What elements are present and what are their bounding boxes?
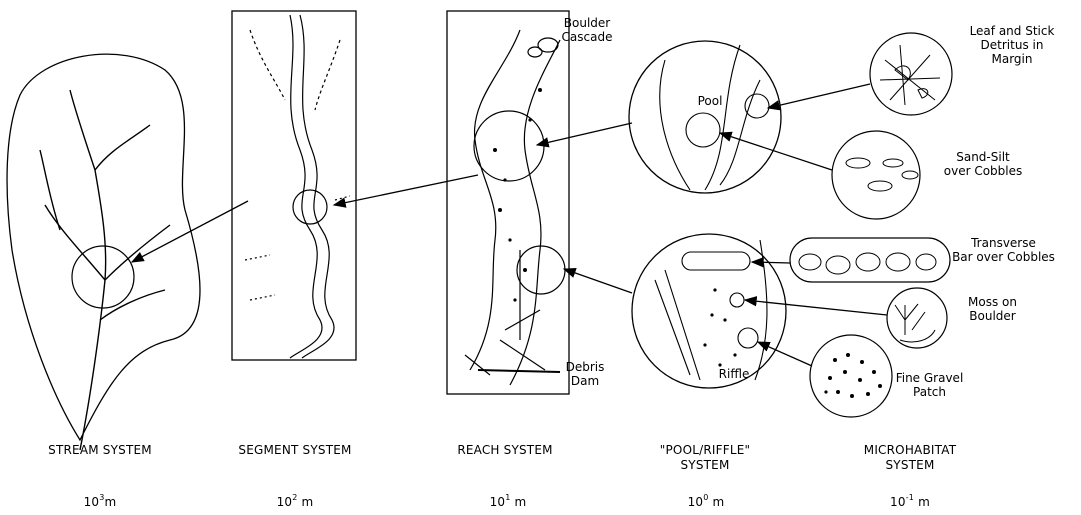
debris-dam-line1: Debris <box>560 360 610 374</box>
transverse-bar-label: Transverse Bar over Cobbles <box>946 236 1061 264</box>
leaf-detritus-label: Leaf and Stick Detritus in Margin <box>962 24 1062 66</box>
arrow-moss-to-riffle <box>745 300 887 315</box>
bar-line1: Transverse <box>946 236 1061 250</box>
arrow-pool-to-reach <box>537 123 632 145</box>
pool-riffle-caption-line1: "POOL/RIFFLE" <box>650 443 760 458</box>
riffle-dots <box>703 288 736 366</box>
pool-label: Pool <box>690 94 730 108</box>
boulder-cascade-label: Boulder Cascade <box>552 16 622 44</box>
segment-scale: 102 m <box>265 490 325 510</box>
stream-system-caption: STREAM SYSTEM <box>30 443 170 458</box>
arrow-leaf-to-pool <box>768 84 870 108</box>
reach-channel <box>465 30 560 385</box>
segment-frame <box>232 11 356 360</box>
moss-line2: Boulder <box>955 309 1030 323</box>
segment-focus-circle <box>293 190 327 224</box>
arrow-riffle-to-reach <box>564 269 632 293</box>
pool-riffle-caption-line2: SYSTEM <box>650 458 760 473</box>
stream-network <box>40 90 170 450</box>
watershed-outline <box>7 54 200 440</box>
arrow-sand-to-pool <box>720 133 832 170</box>
moss-circle <box>887 288 947 348</box>
debris-dam-label: Debris Dam <box>560 360 610 388</box>
microhabitat-scale: 10-1 m <box>880 490 940 510</box>
transverse-bar-capsule <box>790 238 950 282</box>
segment-system-caption: SEGMENT SYSTEM <box>215 443 375 458</box>
fine-gravel-dots <box>824 353 882 398</box>
reach-system-caption: REACH SYSTEM <box>445 443 565 458</box>
leaf-detritus-circle <box>870 33 952 115</box>
stream-scale: 103m <box>70 490 130 510</box>
fine-gravel-label: Fine Gravel Patch <box>882 371 977 399</box>
microhabitat-system-caption: MICROHABITAT SYSTEM <box>850 443 970 473</box>
sand-line1: Sand-Silt <box>928 150 1038 164</box>
leaf-detritus-drawing <box>880 45 940 105</box>
sand-silt-drawing <box>846 158 918 191</box>
riffle-label: Riffle <box>714 367 754 381</box>
boulder-cascade-line2: Cascade <box>552 30 622 44</box>
transverse-bar-drawing <box>799 253 936 274</box>
pool-large-circle <box>629 41 781 193</box>
connector-arrows <box>132 84 887 366</box>
gravel-line1: Fine Gravel <box>882 371 977 385</box>
reach-frame <box>447 11 569 394</box>
pool-riffle-scale: 100 m <box>676 490 736 510</box>
segment-channel <box>245 15 350 358</box>
pool-riffle-system-caption: "POOL/RIFFLE" SYSTEM <box>650 443 760 473</box>
reach-scale: 101 m <box>478 490 538 510</box>
sand-silt-label: Sand-Silt over Cobbles <box>928 150 1038 178</box>
gravel-line2: Patch <box>882 385 977 399</box>
pool-detail <box>660 45 769 190</box>
sand-silt-circle <box>832 131 920 219</box>
riffle-detail <box>655 240 767 380</box>
debris-dam-line2: Dam <box>560 374 610 388</box>
sand-line2: over Cobbles <box>928 164 1038 178</box>
moss-drawing <box>895 304 935 342</box>
leaf-line1: Leaf and Stick <box>962 24 1062 38</box>
boulder-cascade-line1: Boulder <box>552 16 622 30</box>
microhabitat-caption-line2: SYSTEM <box>850 458 970 473</box>
reach-pool-circle <box>474 111 544 181</box>
arrow-bar-to-riffle <box>752 262 790 263</box>
bar-line2: Bar over Cobbles <box>946 250 1061 264</box>
microhabitat-caption-line1: MICROHABITAT <box>850 443 970 458</box>
fine-gravel-circle <box>810 335 892 417</box>
leaf-line3: Margin <box>962 52 1062 66</box>
leaf-line2: Detritus in <box>962 38 1062 52</box>
arrow-segment-to-stream <box>132 201 248 262</box>
moss-line1: Moss on <box>955 295 1030 309</box>
moss-label: Moss on Boulder <box>955 295 1030 323</box>
